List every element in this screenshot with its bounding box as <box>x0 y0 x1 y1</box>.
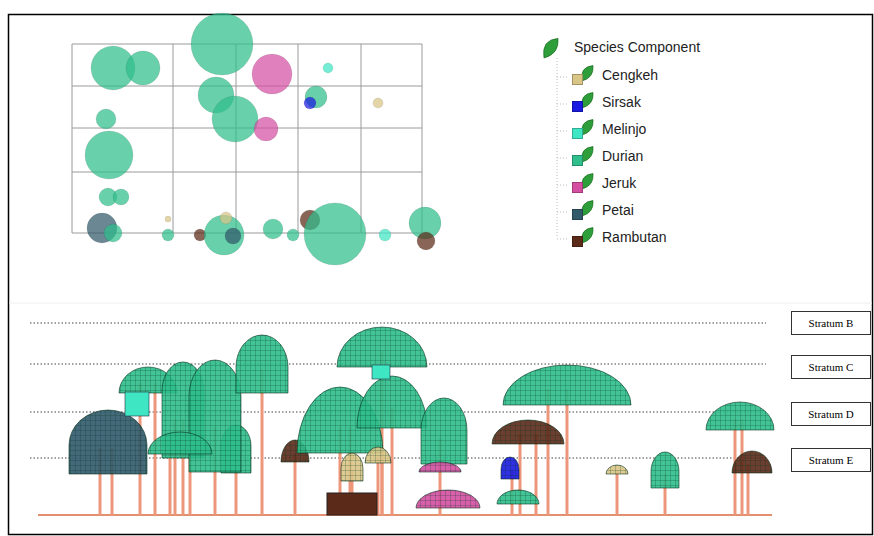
frame <box>9 15 873 535</box>
tree-crown-plan <box>417 232 435 250</box>
crown-plan <box>85 13 441 265</box>
leaf-icon <box>544 38 559 58</box>
stratum-box: Stratum C <box>791 355 871 379</box>
tree-crown-plan <box>212 96 258 142</box>
stratum-label: Stratum B <box>809 317 854 329</box>
tree-crown-plan <box>254 117 278 141</box>
tree-crown-plan <box>162 229 174 241</box>
legend-swatch <box>572 155 583 166</box>
tree-crown-plan <box>287 229 299 241</box>
tree-crown-plan <box>191 13 253 75</box>
tree-crown-plan <box>85 131 133 179</box>
stratum-box: Stratum E <box>791 448 871 472</box>
leaf-icon <box>582 120 593 135</box>
stratum-label: Stratum D <box>808 408 854 420</box>
legend-title: Species Component <box>574 39 700 55</box>
tree-crown-plan <box>96 109 116 129</box>
tree-crown-plan <box>323 63 333 73</box>
legend-swatch <box>572 182 583 193</box>
tree-trunks <box>100 351 748 515</box>
legend-label: Rambutan <box>602 229 667 245</box>
stratum-box: Stratum B <box>791 311 871 335</box>
legend-label: Petai <box>602 202 634 218</box>
plan-grid <box>72 44 422 233</box>
stratum-box: Stratum D <box>791 402 871 426</box>
tree-crown-plan <box>263 219 283 239</box>
leaf-icon <box>582 93 593 108</box>
tree-crown-plan <box>220 212 232 224</box>
legend-label: Sirsak <box>602 94 641 110</box>
tree-crown-plan <box>304 203 366 265</box>
stratum-label: Stratum E <box>809 454 853 466</box>
tree-crown-plan <box>225 228 241 244</box>
leaf-icon <box>582 174 593 189</box>
stratum-label: Stratum C <box>809 361 854 373</box>
leaf-icon <box>582 228 593 243</box>
legend-label: Jeruk <box>602 175 636 191</box>
tree-crown-plan <box>104 224 122 242</box>
legend-label: Melinjo <box>602 121 646 137</box>
legend-swatch <box>572 74 583 85</box>
tree-crown-plan <box>304 97 316 109</box>
tree-crown-plan <box>305 86 327 108</box>
leaf-icon <box>582 147 593 162</box>
legend-label: Durian <box>602 148 643 164</box>
legend-swatch <box>572 101 583 112</box>
leaf-icon <box>582 66 593 81</box>
tree-crown-plan <box>373 98 383 108</box>
tree-crown-plan <box>126 51 160 85</box>
tree-crown-plan <box>379 229 391 241</box>
tree-crown-plan <box>252 54 292 94</box>
leaf-icon <box>582 201 593 216</box>
tree-crown <box>327 493 377 515</box>
legend-swatch <box>572 128 583 139</box>
tree-crowns <box>69 327 774 508</box>
legend-label: Cengkeh <box>602 67 658 83</box>
ground-line <box>38 514 772 516</box>
legend-swatch <box>572 209 583 220</box>
legend-swatch <box>572 236 583 247</box>
tree-crown-plan <box>113 189 129 205</box>
tree-crown-plan <box>165 216 171 222</box>
